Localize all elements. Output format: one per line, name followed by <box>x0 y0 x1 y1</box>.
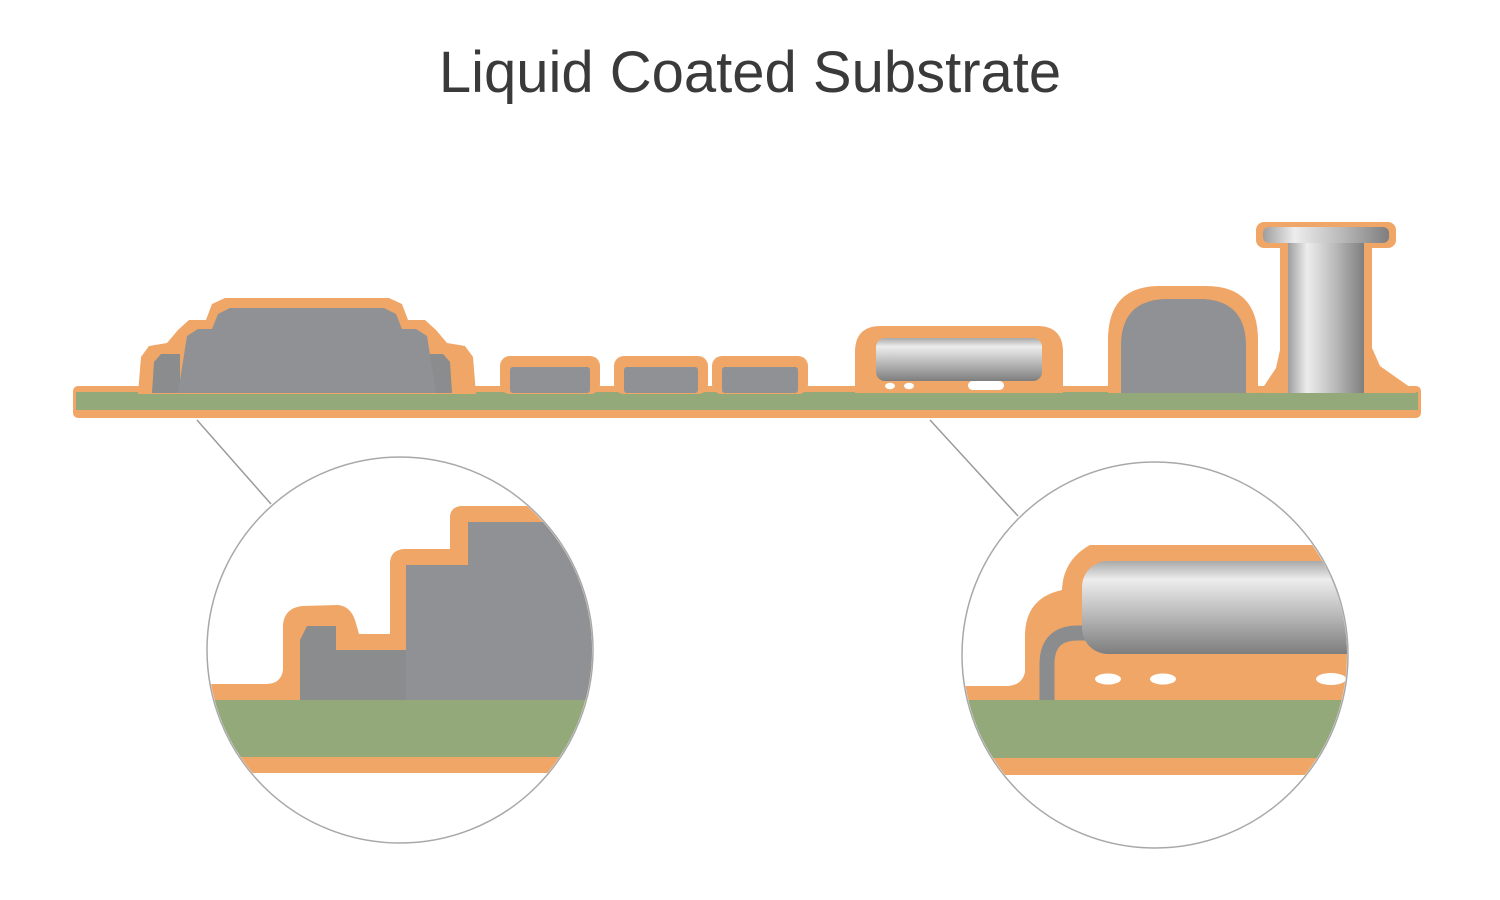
left-magnifier <box>206 456 594 844</box>
zoom-void-1 <box>1095 673 1121 685</box>
right-magnifier <box>961 461 1349 849</box>
coating-void-dot-2 <box>904 382 914 390</box>
zoom-right-lead <box>1039 625 1086 700</box>
dome-body <box>1121 299 1246 393</box>
zoom-right-cylinder <box>1082 561 1347 654</box>
zoom-left-bottom-coating <box>208 757 592 773</box>
ic-body <box>178 308 436 393</box>
zoom-left-board <box>208 700 592 757</box>
zoom-void-2 <box>1150 673 1176 685</box>
zoom-left-body <box>406 522 592 700</box>
component-chip-1 <box>500 356 600 394</box>
ic-left-lead <box>152 354 180 393</box>
cross-section <box>73 222 1421 418</box>
page-title: Liquid Coated Substrate <box>439 40 1061 105</box>
coating-void-dot-1 <box>885 382 895 390</box>
zoom-right-board <box>963 700 1347 758</box>
cylinder-body <box>876 338 1042 381</box>
capacitor-body <box>1288 243 1364 393</box>
chip-2-body <box>624 367 698 393</box>
chip-1-body <box>510 367 590 393</box>
component-dome <box>1108 286 1258 393</box>
component-chip-2 <box>614 356 708 394</box>
capacitor-flange <box>1263 227 1389 243</box>
zoom-left-lead <box>300 626 336 700</box>
component-ic <box>138 298 476 394</box>
coating-void-pill <box>968 381 1004 390</box>
chip-3-body <box>722 367 798 393</box>
component-cylinder <box>855 326 1063 393</box>
component-chip-3 <box>712 356 808 394</box>
zoom-left-lead-bridge <box>336 650 406 700</box>
board-substrate <box>76 392 1418 410</box>
left-leader-line <box>196 419 272 505</box>
right-magnifier-content <box>963 545 1347 775</box>
component-capacitor <box>1256 222 1416 393</box>
zoom-right-bottom-coating <box>963 758 1347 775</box>
left-magnifier-content <box>208 506 592 773</box>
right-leader-line <box>929 419 1019 517</box>
zoom-void-3 <box>1316 673 1346 685</box>
